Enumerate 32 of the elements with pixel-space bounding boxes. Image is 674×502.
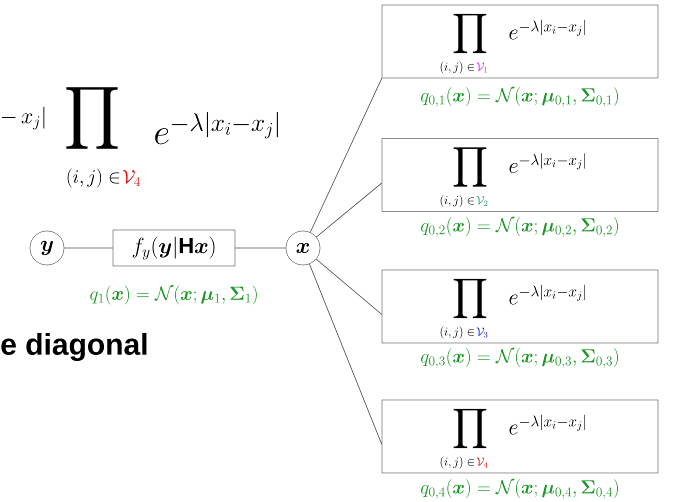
product-index: $\mathcal{V}_2$ (476, 196, 488, 206)
slide-text: e diagonal (1, 332, 146, 362)
product-index: $(i,j)\in$ (68, 168, 120, 188)
product-symbol: $\prod$ (454, 14, 486, 54)
product-index: $(i,j)\in$ (440, 456, 474, 468)
connector-line (310, 78, 382, 233)
product-symbol: $\prod$ (454, 408, 486, 448)
product-index: $(i,j)\in$ (440, 195, 474, 207)
product-index: $\mathcal{V}_4$ (122, 170, 140, 186)
exponential: $e^{-\lambda|x_i-x_j|}$ (510, 284, 586, 304)
connector-line (309, 264, 382, 445)
product-index: $\mathcal{V}_1$ (476, 62, 488, 72)
distribution-formula: $q_{0,3}(\boldsymbol{x}) = \mathcal{N}(\boldsymbol{x};\boldsymbol{\mu}_{0,3},\boldsymbol{\Sigma}_{0,3})$ (421, 348, 618, 368)
exponential: $e^{-\lambda|x_i-x_j|}$ (510, 153, 586, 173)
product-index: $(i,j)\in$ (440, 62, 474, 74)
product-symbol: $\prod$ (66, 87, 118, 149)
connector-line (316, 258, 382, 315)
exponential: $e^{-\lambda|x_i-x_j|}$ (510, 414, 586, 434)
product-symbol: $\prod$ (454, 147, 486, 187)
exponential: $e^{-\lambda|x_i-x_j|}$ (510, 20, 586, 40)
formula-fragment: $-\,x_j|$ (2, 106, 44, 130)
factor-box: $f_y(\boldsymbol{y}|\mathbf{H}\boldsymbol{x})$ (112, 230, 236, 266)
distribution-formula: $q_{0,1}(\boldsymbol{x}) = \mathcal{N}(\boldsymbol{x};\boldsymbol{\mu}_{0,1},\boldsymbol{\Sigma}_{0,1})$ (421, 86, 618, 107)
product-symbol: $\prod$ (454, 278, 486, 318)
distribution-formula: $q_{0,2}(\boldsymbol{x}) = \mathcal{N}(\boldsymbol{x};\boldsymbol{\mu}_{0,2},\boldsymbol{\Sigma}_{0,2})$ (421, 216, 618, 237)
product-index: $\mathcal{V}_3$ (476, 328, 488, 338)
exponential: $e^{-\lambda|x_i-x_j|}$ (155, 112, 278, 144)
distribution-formula: $q_{0,4}(\boldsymbol{x}) = \mathcal{N}(\boldsymbol{x};\boldsymbol{\mu}_{0,4},\boldsymbol{\Sigma}_{0,4})$ (421, 478, 618, 499)
connector-line (316, 182, 382, 238)
distribution-formula: $q_1(\boldsymbol{x}) = \mathcal{N}(\boldsymbol{x};\boldsymbol{\mu}_1,\boldsymbol{\Sigma}_1)$ (90, 285, 257, 304)
product-index: $\mathcal{V}_4$ (476, 458, 488, 468)
product-index: $(i,j)\in$ (440, 326, 474, 338)
